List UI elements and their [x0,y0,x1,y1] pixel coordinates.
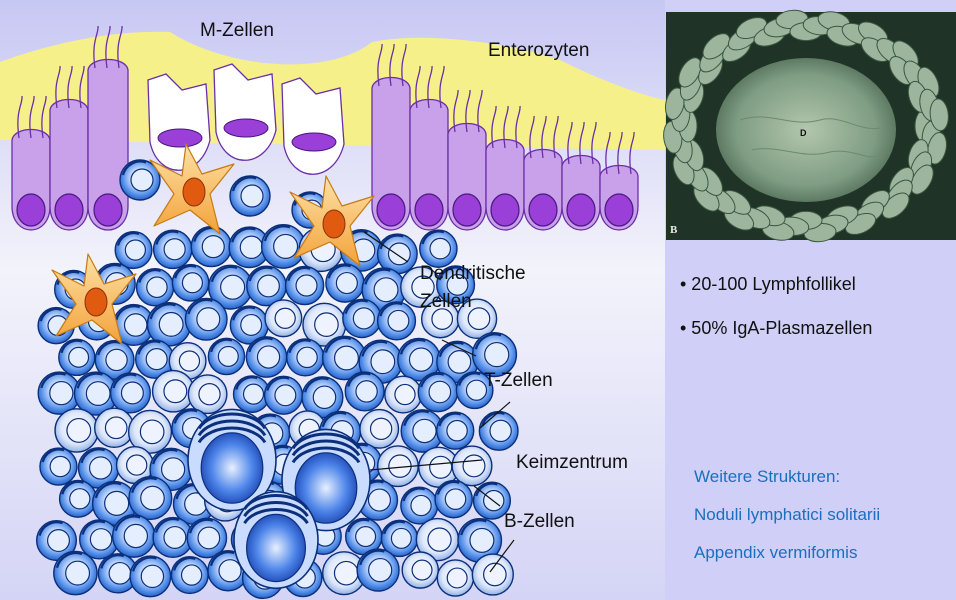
lymphocyte [479,412,518,451]
label-m-cells: M-Zellen [200,20,274,42]
enterocyte-nucleus [415,194,443,226]
label-germinal-center: Keimzentrum [516,452,628,474]
micrograph-letter-d: D [800,128,807,138]
enterocyte-nucleus [605,194,633,226]
enterocyte-nucleus [567,194,595,226]
label-b-cells: B-Zellen [504,511,575,533]
fact-item: • 50% IgA-Plasmazellen [680,316,872,360]
further-structures: Weitere Strukturen: Noduli lymphatici so… [694,466,880,580]
lymphocyte [343,299,381,337]
lymphocyte [437,560,473,596]
enterocyte-nucleus [529,194,557,226]
lymphocyte [472,554,513,595]
lymphocyte [420,230,457,267]
m-cell [148,74,210,170]
lymphocyte [286,266,324,304]
enterocyte-nucleus [55,194,83,226]
lymphocyte [357,549,399,591]
lymphocyte [360,410,399,449]
lymphocyte [262,225,306,269]
lymphocyte [185,298,227,340]
enterocyte-nucleus [491,194,519,226]
lymphocyte [154,230,192,268]
label-dendritic-line1: Dendritische [420,263,526,285]
m-cell-nucleus [292,133,336,151]
micrograph-letter-b: B [670,224,677,236]
germinal-center-cell [234,492,318,589]
lymphocyte [265,376,303,414]
enterocyte-nucleus [94,194,122,226]
lymphocyte [437,412,474,449]
label-t-cells: T-Zellen [484,370,553,392]
lymphocyte [60,480,97,517]
lymphocyte [191,227,231,267]
lymphocyte [188,375,227,414]
dendritic-nucleus [85,288,107,316]
fact-item: • 20-100 Lymphfollikel [680,272,872,316]
lymphocyte [287,339,324,376]
m-cell [214,64,276,160]
lymphocyte [113,515,155,557]
lymphocyte [385,376,422,413]
lymphocyte [95,408,134,447]
lymphocyte [401,487,438,524]
label-dendritic-line2: Zellen [420,291,472,313]
lymphocyte [55,409,98,452]
further-item: Noduli lymphatici solitarii [694,504,880,542]
further-heading: Weitere Strukturen: [694,466,880,504]
facts-list: • 20-100 Lymphfollikel • 50% IgA-Plasmaz… [680,272,872,360]
lymphocyte [130,556,171,597]
lymphocyte [402,552,438,588]
dendritic-nucleus [323,210,345,238]
lymphocyte [418,372,457,411]
label-enterocytes: Enterozyten [488,40,589,62]
lymphocyte [153,371,194,412]
further-item: Appendix vermiformis [694,542,880,580]
enterocyte-nucleus [377,194,405,226]
enterocyte-nucleus [17,194,45,226]
lymphocyte [230,176,270,216]
lymphocyte [172,265,208,301]
enterocyte-nucleus [453,194,481,226]
lymphocyte [40,448,77,485]
lymphocyte [59,339,95,375]
lymphocyte [111,373,151,413]
lymphocyte [345,372,384,411]
electron-micrograph [662,9,956,243]
m-cell [282,78,344,174]
lymphocyte [208,338,244,374]
dendritic-nucleus [183,178,205,206]
m-cell-nucleus [158,129,202,147]
lymphocyte [265,300,302,337]
lymphocyte [54,551,97,594]
lymphocyte [435,481,472,518]
lymphocyte [246,337,286,377]
lymphocyte [137,269,174,306]
lymphocyte [129,477,172,520]
m-cell-nucleus [224,119,268,137]
lymphocyte [115,232,152,269]
lymphocyte [326,264,364,302]
lymphocyte [378,302,416,340]
lymphocyte [452,446,492,486]
lymphocyte [171,557,208,594]
